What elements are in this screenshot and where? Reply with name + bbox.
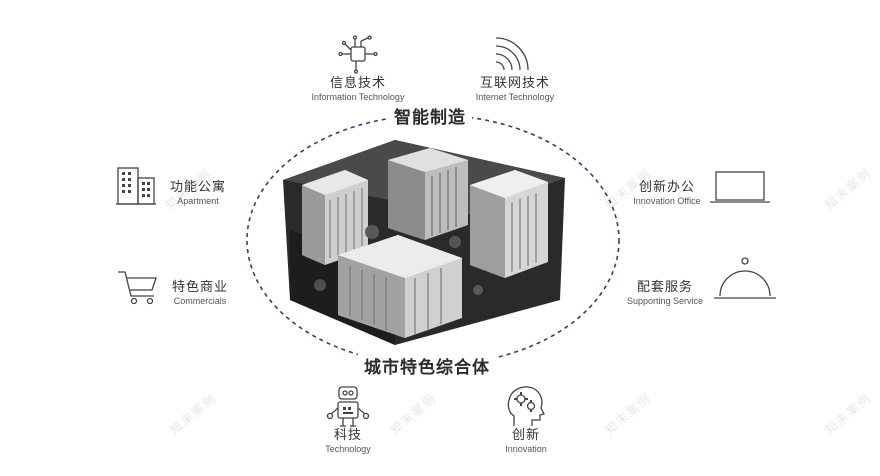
building-complex-image (283, 140, 565, 345)
feature-innovation-office-en: Innovation Office (633, 196, 701, 206)
feature-technology-en: Technology (325, 444, 371, 454)
circuit-chip-icon (338, 35, 378, 74)
feature-apartment-cn: 功能公寓 (169, 180, 226, 195)
feature-innovation-office-cn: 创新办公 (638, 180, 695, 195)
feature-apartment: 功能公寓 Apartment (162, 180, 234, 207)
shopping-cart-icon (118, 271, 157, 305)
feature-internet-tech-en: Internet Technology (475, 92, 555, 102)
robot-icon (326, 386, 370, 427)
feature-internet-tech: 互联网技术 Internet Technology (462, 76, 568, 103)
feature-commercials-cn: 特色商业 (171, 280, 228, 295)
feature-innovation: 创新 Innovation (490, 428, 562, 455)
feature-technology-cn: 科技 (333, 428, 362, 443)
buildings-icon (116, 167, 156, 205)
center-bottom-label: 城市特色综合体 (358, 353, 496, 378)
feature-info-tech-cn: 信息技术 (329, 76, 386, 91)
feature-commercials-en: Commercials (173, 296, 227, 306)
feature-innovation-cn: 创新 (511, 428, 540, 443)
food-cloche-icon (714, 257, 776, 299)
feature-supporting-service-cn: 配套服务 (636, 280, 693, 295)
feature-commercials: 特色商业 Commercials (162, 280, 238, 307)
center-top-label: 智能制造 (388, 103, 472, 128)
feature-apartment-en: Apartment (177, 196, 219, 206)
feature-info-tech: 信息技术 Information Technology (296, 76, 420, 103)
laptop-icon (710, 171, 770, 203)
feature-innovation-office: 创新办公 Innovation Office (622, 180, 712, 207)
feature-innovation-en: Innovation (505, 444, 547, 454)
feature-supporting-service-en: Supporting Service (626, 296, 704, 306)
head-gears-icon (507, 386, 545, 426)
feature-technology: 科技 Technology (312, 428, 384, 455)
feature-info-tech-en: Information Technology (311, 92, 405, 102)
feature-supporting-service: 配套服务 Supporting Service (616, 280, 714, 307)
feature-internet-tech-cn: 互联网技术 (479, 76, 550, 91)
wifi-signal-icon (495, 37, 529, 71)
